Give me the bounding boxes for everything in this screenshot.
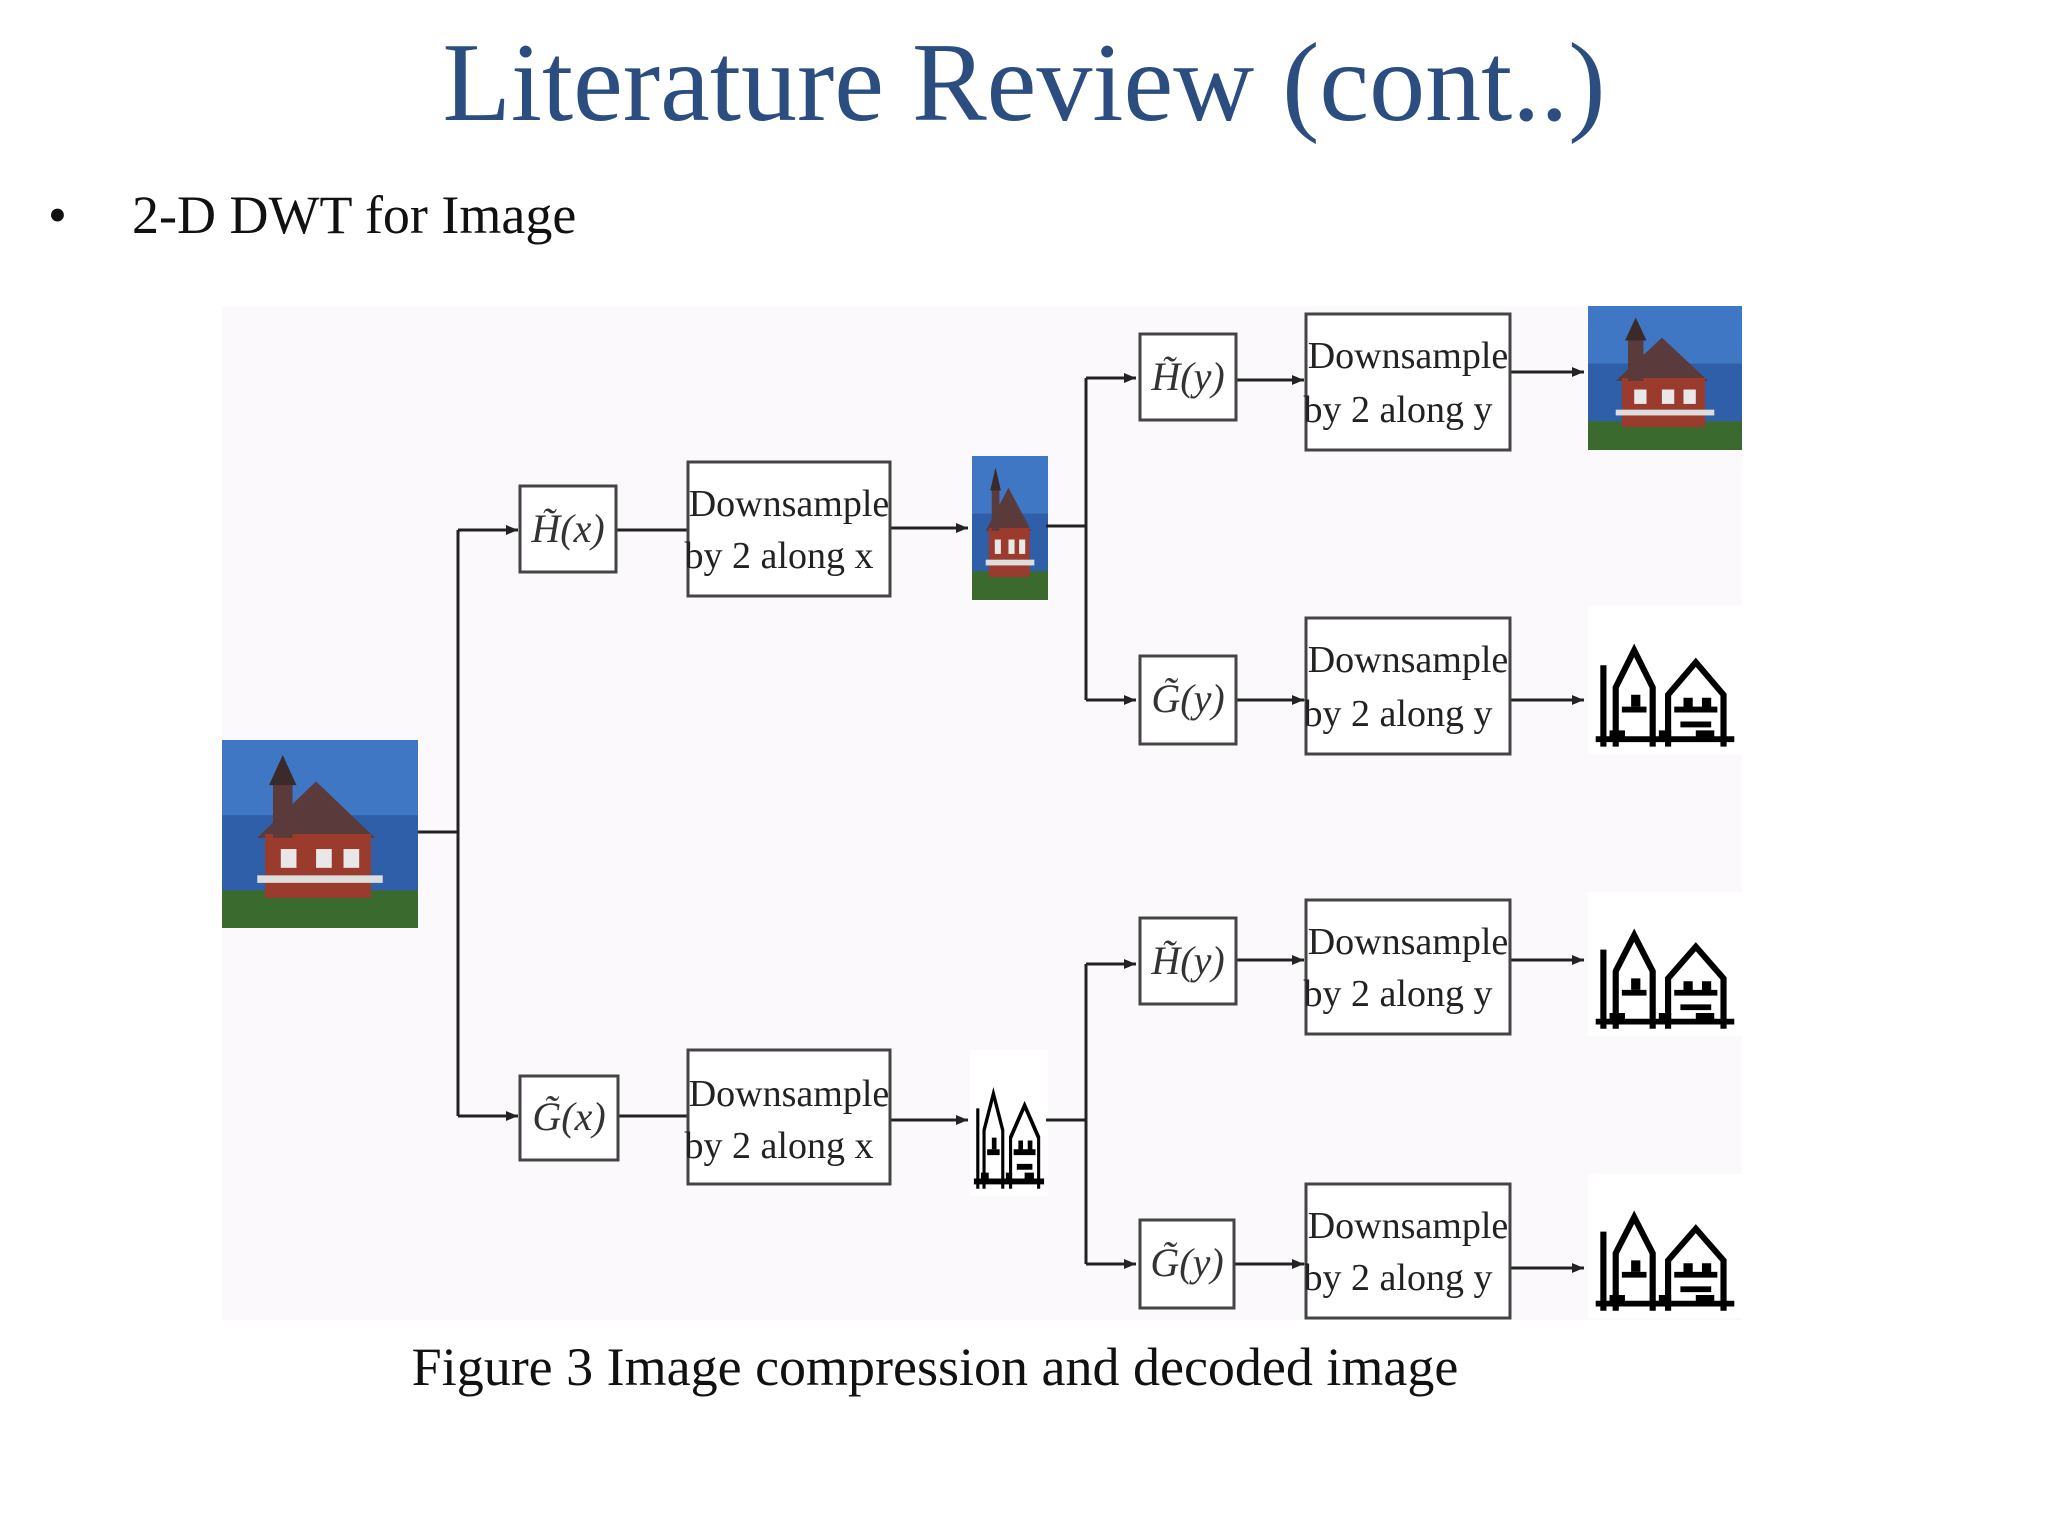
svg-text:by 2 along x: by 2 along x <box>685 535 874 577</box>
downsample-box-y-3: Downsample by 2 along y <box>1304 898 1512 1036</box>
svg-text:Downsample: Downsample <box>1308 639 1509 681</box>
input-image <box>222 740 418 928</box>
svg-text:Downsample: Downsample <box>1308 1205 1509 1247</box>
figure-caption: Figure 3 Image compression and decoded i… <box>411 1337 1459 1397</box>
svg-text:by 2 along y: by 2 along y <box>1304 389 1493 431</box>
svg-text:by 2 along y: by 2 along y <box>1304 693 1493 735</box>
filter-hx-label: H̃(x) <box>530 506 604 551</box>
downsample-box-y-2: Downsample by 2 along y <box>1304 616 1512 756</box>
output-image-hl <box>1588 892 1742 1036</box>
svg-text:G̃(y): G̃(y) <box>1150 1240 1223 1285</box>
svg-text:Downsample: Downsample <box>689 483 890 525</box>
svg-text:by 2 along x: by 2 along x <box>685 1125 874 1167</box>
svg-text:H̃(y): H̃(y) <box>1150 354 1224 399</box>
filter-box-gy-top: G̃(y) <box>1138 654 1238 746</box>
output-image-lh <box>1588 606 1742 754</box>
intermediate-image-high <box>970 1050 1048 1196</box>
bullet-dot: • <box>48 185 67 245</box>
filter-box-gy-bottom: G̃(y) <box>1138 1218 1236 1310</box>
filter-box-gx: G̃(x) <box>518 1074 620 1162</box>
svg-text:G̃(y): G̃(y) <box>1151 676 1224 721</box>
downsample-box-x-top: Downsample by 2 along x <box>685 460 892 598</box>
bullet-item: • 2-D DWT for Image <box>48 180 576 250</box>
svg-text:Downsample: Downsample <box>689 1073 890 1115</box>
output-image-hh <box>1588 1174 1742 1318</box>
downsample-box-y-1: Downsample by 2 along y <box>1304 312 1512 452</box>
output-image-ll <box>1588 306 1742 450</box>
downsample-box-y-4: Downsample by 2 along y <box>1304 1182 1512 1320</box>
svg-text:H̃(y): H̃(y) <box>1150 938 1224 983</box>
intermediate-image-low <box>972 456 1048 600</box>
filter-box-hx: H̃(x) <box>518 484 618 574</box>
slide-title: Literature Review (cont..) <box>442 21 1606 145</box>
downsample-box-x-bottom: Downsample by 2 along x <box>685 1048 892 1186</box>
filter-gx-label: G̃(x) <box>532 1094 605 1139</box>
svg-text:Downsample: Downsample <box>1308 921 1509 963</box>
filter-box-hy-bottom: H̃(y) <box>1138 916 1238 1006</box>
stage1-connectors <box>418 523 968 1125</box>
svg-text:Downsample: Downsample <box>1308 335 1509 377</box>
svg-text:by 2 along y: by 2 along y <box>1304 973 1493 1015</box>
stage2-connectors <box>1046 367 1584 1273</box>
bullet-text: 2-D DWT for Image <box>132 185 577 245</box>
filter-box-hy-top: H̃(y) <box>1138 332 1238 422</box>
svg-text:by 2 along y: by 2 along y <box>1304 1257 1493 1299</box>
